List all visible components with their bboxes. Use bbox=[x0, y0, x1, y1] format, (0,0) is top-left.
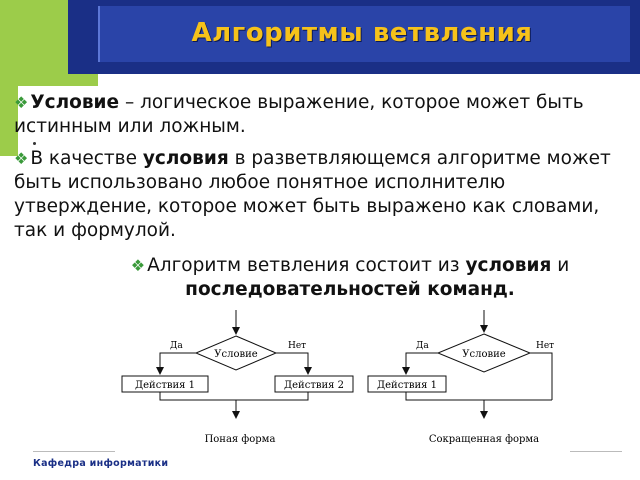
bullet1-text: – логическое выражение, которое может бы… bbox=[14, 92, 584, 137]
bullet-algorithm-structure: ❖Алгоритм ветвления состоит из условия и… bbox=[100, 254, 600, 302]
yes-branch-line bbox=[402, 352, 438, 375]
action1-label: Действия 1 bbox=[377, 380, 437, 391]
bullet-diamond-icon: ❖ bbox=[14, 93, 29, 112]
full-form-caption: Поная форма bbox=[205, 434, 276, 445]
action2-box bbox=[274, 375, 354, 393]
yes-branch-line bbox=[156, 352, 196, 375]
footer-divider-left bbox=[33, 451, 115, 452]
merge-line bbox=[405, 392, 552, 401]
no-label: Нет bbox=[288, 341, 306, 351]
footer-divider-right bbox=[570, 451, 622, 452]
bullet-diamond-icon: ❖ bbox=[14, 149, 29, 168]
merge-line bbox=[159, 392, 309, 401]
action1-label: Действия 1 bbox=[135, 380, 195, 391]
flowchart-full-form: Условие Да Нет Действия 1 Действия 2 Пон… bbox=[121, 310, 354, 445]
short-form-caption: Сокращенная форма bbox=[429, 434, 539, 445]
action1-box bbox=[367, 375, 447, 393]
action1-box bbox=[121, 375, 209, 393]
yes-label: Да bbox=[170, 341, 183, 351]
no-label: Нет bbox=[536, 341, 554, 351]
term-conditions: условия bbox=[142, 148, 229, 169]
footer-department: Кафедра информатики bbox=[33, 458, 169, 469]
bullet2-after: в разветвляющемся алгоритме может быть и… bbox=[14, 148, 611, 241]
condition-diamond bbox=[194, 335, 278, 371]
term-condition-2: условия bbox=[465, 255, 552, 276]
term-command-sequences: последовательностей команд. bbox=[185, 279, 515, 300]
flowchart-short-form: Условие Да Нет Действия 1 Сокращенная фо… bbox=[367, 310, 554, 445]
bullet-condition-usage: ❖В качестве условия в разветвляющемся ал… bbox=[14, 147, 624, 243]
bullet-condition-definition: ❖Условие – логическое выражение, которое… bbox=[14, 91, 624, 139]
no-branch-line bbox=[276, 352, 312, 375]
bullet3-middle: и bbox=[551, 255, 570, 276]
no-branch-line bbox=[530, 352, 553, 400]
term-condition: Условие bbox=[30, 92, 120, 113]
condition-label: Условие bbox=[214, 349, 257, 360]
action2-label: Действия 2 bbox=[284, 380, 344, 391]
green-accent-strip bbox=[0, 86, 18, 156]
bullet-diamond-icon: ❖ bbox=[130, 256, 146, 275]
slide-title: Алгоритмы ветвления bbox=[191, 18, 533, 48]
condition-label: Условие bbox=[462, 349, 505, 360]
title-panel bbox=[98, 6, 630, 62]
yes-label: Да bbox=[416, 341, 429, 351]
stray-dot bbox=[33, 142, 36, 145]
bullet3-before: Алгоритм ветвления состоит из bbox=[147, 255, 466, 276]
condition-diamond bbox=[436, 333, 532, 373]
bullet2-before: В качестве bbox=[30, 148, 143, 169]
